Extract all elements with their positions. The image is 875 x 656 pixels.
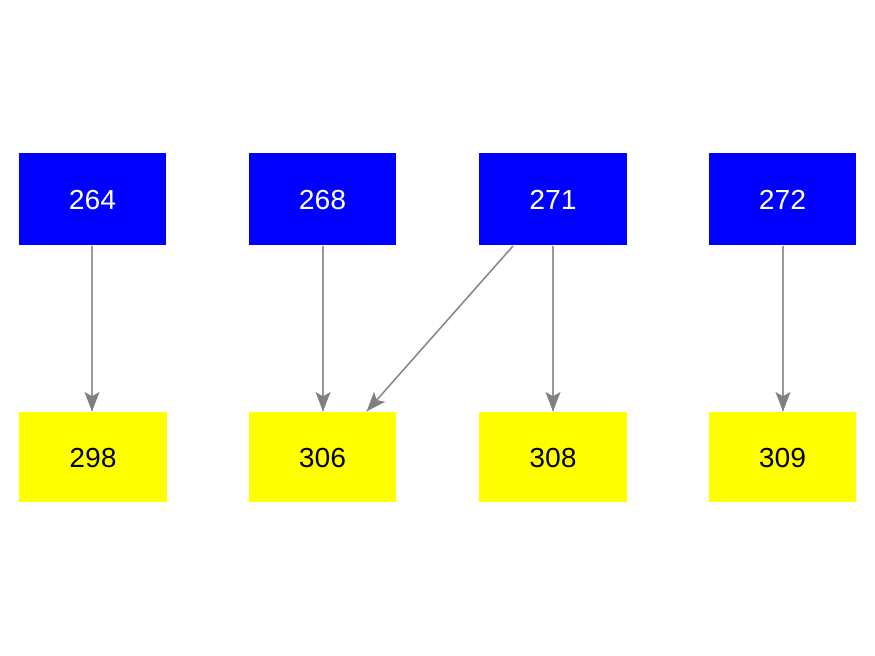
node-271[interactable]: 271 (479, 153, 627, 245)
node-label: 308 (529, 442, 577, 473)
node-label: 264 (68, 184, 117, 215)
node-306[interactable]: 306 (249, 412, 396, 502)
node-309[interactable]: 309 (709, 412, 856, 502)
node-label: 306 (298, 442, 347, 473)
node-label: 272 (758, 184, 807, 215)
node-272[interactable]: 272 (709, 153, 856, 245)
node-label: 268 (298, 184, 347, 215)
node-label: 271 (529, 184, 577, 215)
node-label: 309 (758, 442, 807, 473)
node-298[interactable]: 298 (19, 412, 167, 502)
node-264[interactable]: 264 (19, 153, 166, 245)
edge-271-306 (366, 245, 514, 412)
node-308[interactable]: 308 (479, 412, 627, 502)
node-268[interactable]: 268 (249, 153, 396, 245)
node-label: 298 (69, 442, 117, 473)
edge-group (84, 245, 791, 412)
